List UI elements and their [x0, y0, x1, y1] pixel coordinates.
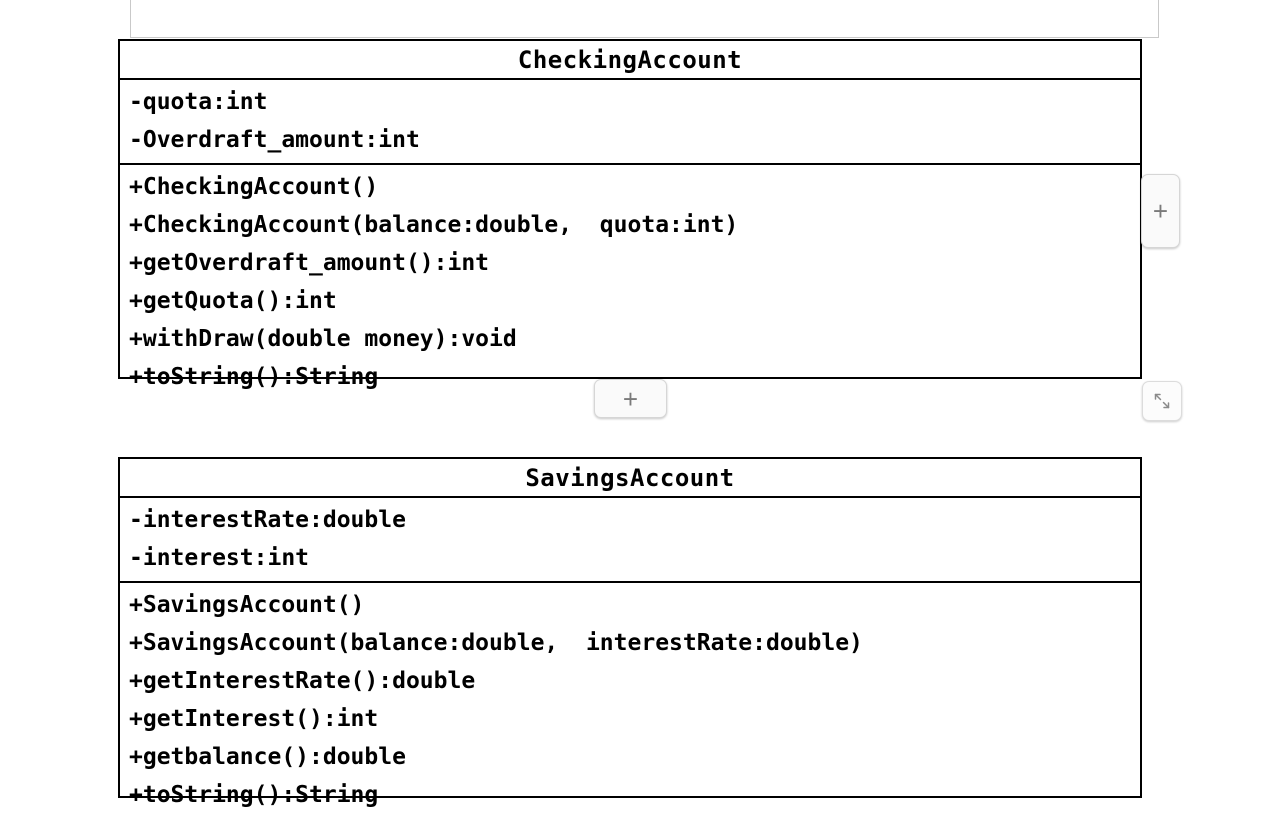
class-title-checkingaccount: CheckingAccount [120, 41, 1140, 80]
method-row: +getInterestRate():double [129, 668, 476, 694]
resize-expand-icon [1151, 390, 1173, 412]
method-row: +toString():String [129, 364, 379, 390]
methods-section-savingsaccount: +SavingsAccount() +SavingsAccount(balanc… [120, 583, 1140, 818]
resize-expand-handle[interactable] [1142, 381, 1182, 421]
method-row: +getbalance():double [129, 744, 406, 770]
method-row: +SavingsAccount(balance:double, interest… [129, 630, 863, 656]
method-row: +toString():String [129, 782, 379, 808]
attributes-section-savingsaccount: -interestRate:double -interest:int [120, 498, 1140, 583]
attributes-section-checkingaccount: -quota:int -Overdraft_amount:int [120, 80, 1140, 165]
method-row: +withDraw(double money):void [129, 326, 517, 352]
attribute-row: -quota:int [129, 89, 268, 115]
method-row: +SavingsAccount() [129, 592, 365, 618]
class-title-savingsaccount: SavingsAccount [120, 459, 1140, 498]
method-row: +getOverdraft_amount():int [129, 250, 490, 276]
method-row: +getQuota():int [129, 288, 337, 314]
method-row: +CheckingAccount() [129, 174, 379, 200]
add-column-right-button[interactable]: + [1141, 174, 1180, 248]
attribute-row: -Overdraft_amount:int [129, 127, 420, 153]
method-row: +getInterest():int [129, 706, 379, 732]
add-row-below-button[interactable]: + [594, 379, 667, 418]
attribute-row: -interest:int [129, 545, 310, 571]
uml-class-box-checkingaccount[interactable]: CheckingAccount -quota:int -Overdraft_am… [118, 39, 1142, 390]
uml-class-box-savingsaccount[interactable]: SavingsAccount -interestRate:double -int… [118, 457, 1142, 808]
methods-section-checkingaccount: +CheckingAccount() +CheckingAccount(bala… [120, 165, 1140, 400]
selection-guide-rect [130, 0, 1159, 38]
method-row: +CheckingAccount(balance:double, quota:i… [129, 212, 739, 238]
attribute-row: -interestRate:double [129, 507, 406, 533]
